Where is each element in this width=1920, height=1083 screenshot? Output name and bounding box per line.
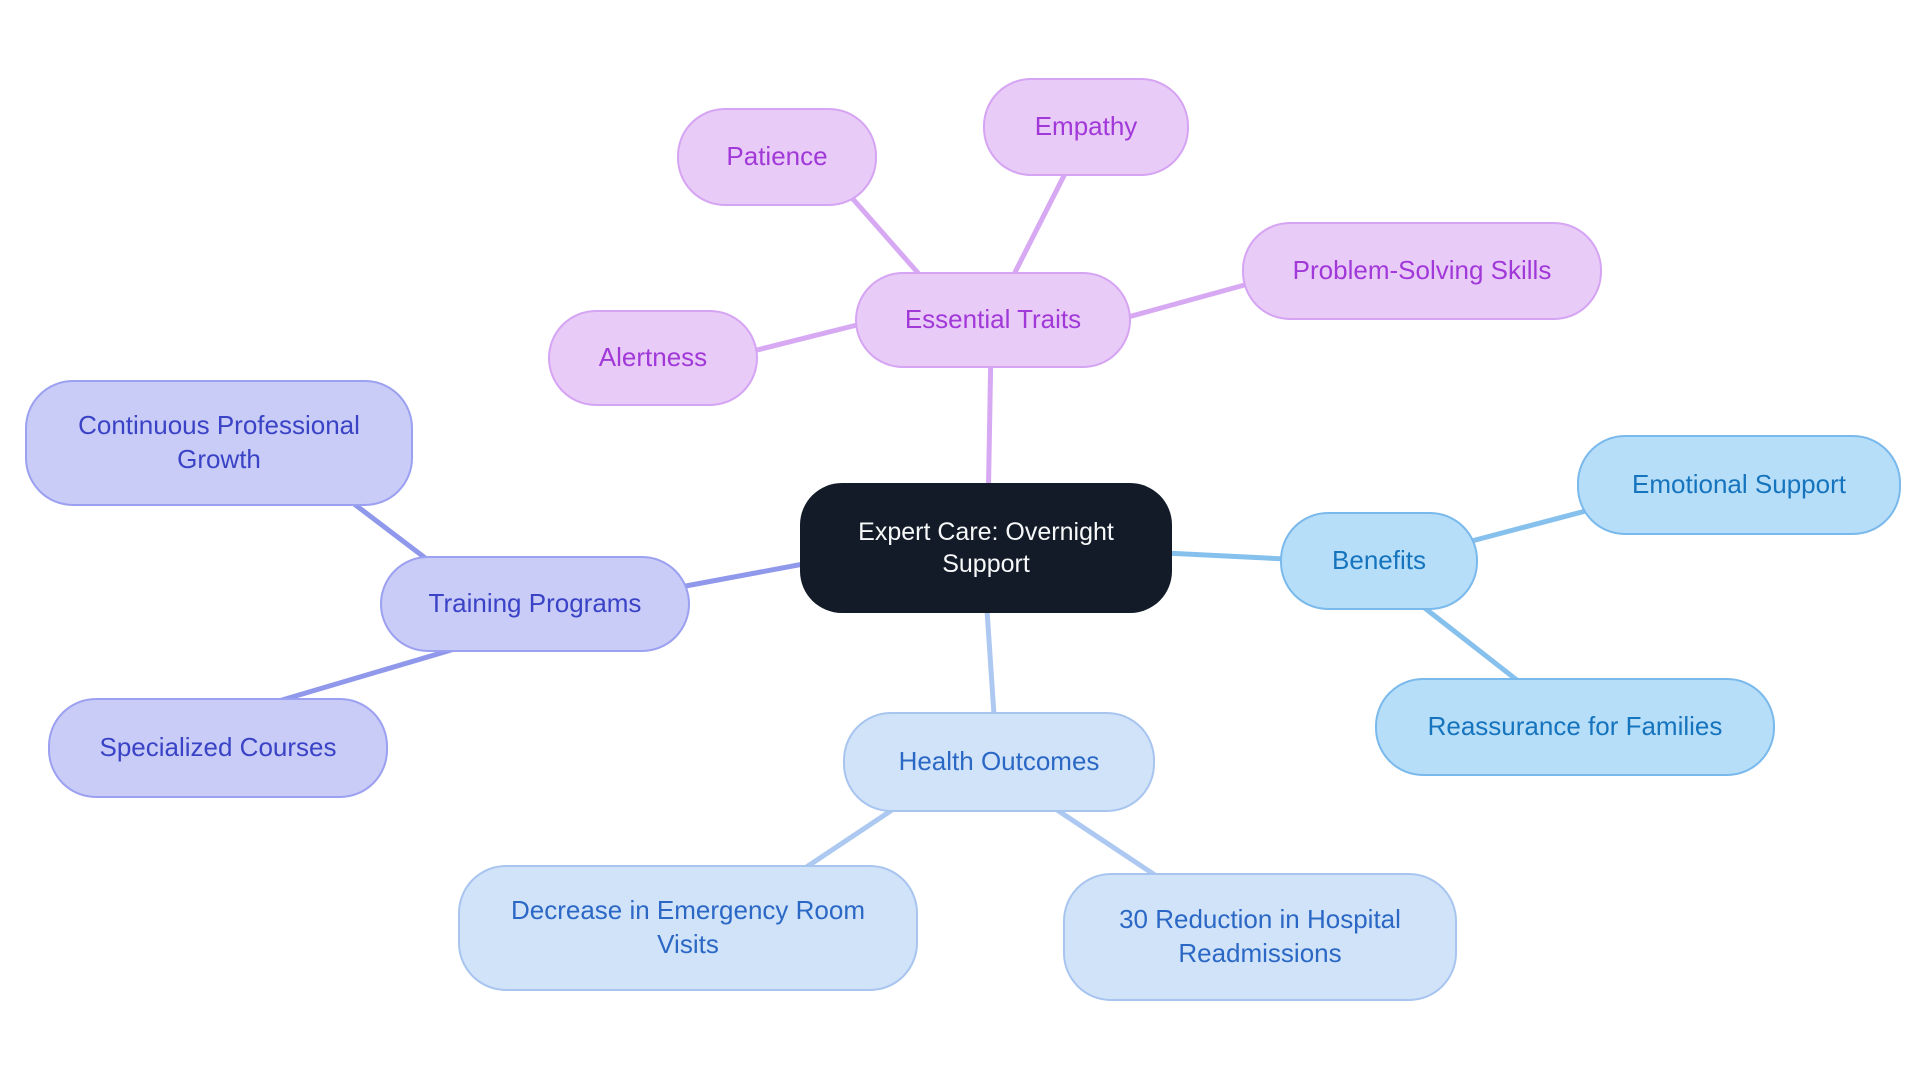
node-reduction-readmissions[interactable]: 30 Reduction in Hospital Readmissions — [1063, 873, 1457, 1001]
node-alertness[interactable]: Alertness — [548, 310, 758, 406]
node-label: Emotional Support — [1632, 469, 1846, 500]
node-root-label: Expert Care: Overnight Support — [858, 517, 1114, 579]
node-label: Continuous Professional Growth — [78, 410, 360, 474]
node-root[interactable]: Expert Care: Overnight Support — [800, 483, 1172, 613]
node-decrease-er-visits[interactable]: Decrease in Emergency Room Visits — [458, 865, 918, 991]
node-problem-solving-skills[interactable]: Problem-Solving Skills — [1242, 222, 1602, 320]
node-empathy[interactable]: Empathy — [983, 78, 1189, 176]
node-label: Empathy — [1034, 111, 1138, 142]
node-emotional-support[interactable]: Emotional Support — [1577, 435, 1901, 535]
node-continuous-professional-growth[interactable]: Continuous Professional Growth — [25, 380, 413, 506]
node-label: 30 Reduction in Hospital Readmissions — [1119, 904, 1401, 968]
node-reassurance-for-families[interactable]: Reassurance for Families — [1375, 678, 1775, 776]
node-label: Patience — [726, 141, 828, 172]
node-label: Problem-Solving Skills — [1292, 255, 1552, 286]
node-label: Specialized Courses — [99, 732, 337, 763]
node-label: Essential Traits — [904, 304, 1082, 335]
node-label: Reassurance for Families — [1427, 711, 1723, 742]
node-label: Alertness — [598, 342, 708, 373]
node-patience[interactable]: Patience — [677, 108, 877, 206]
node-specialized-courses[interactable]: Specialized Courses — [48, 698, 388, 798]
node-training-programs[interactable]: Training Programs — [380, 556, 690, 652]
node-label: Benefits — [1332, 545, 1426, 576]
node-label: Health Outcomes — [898, 746, 1100, 777]
node-label: Training Programs — [428, 588, 642, 619]
node-benefits[interactable]: Benefits — [1280, 512, 1478, 610]
node-essential-traits[interactable]: Essential Traits — [855, 272, 1131, 368]
node-label: Decrease in Emergency Room Visits — [510, 895, 866, 959]
node-health-outcomes[interactable]: Health Outcomes — [843, 712, 1155, 812]
